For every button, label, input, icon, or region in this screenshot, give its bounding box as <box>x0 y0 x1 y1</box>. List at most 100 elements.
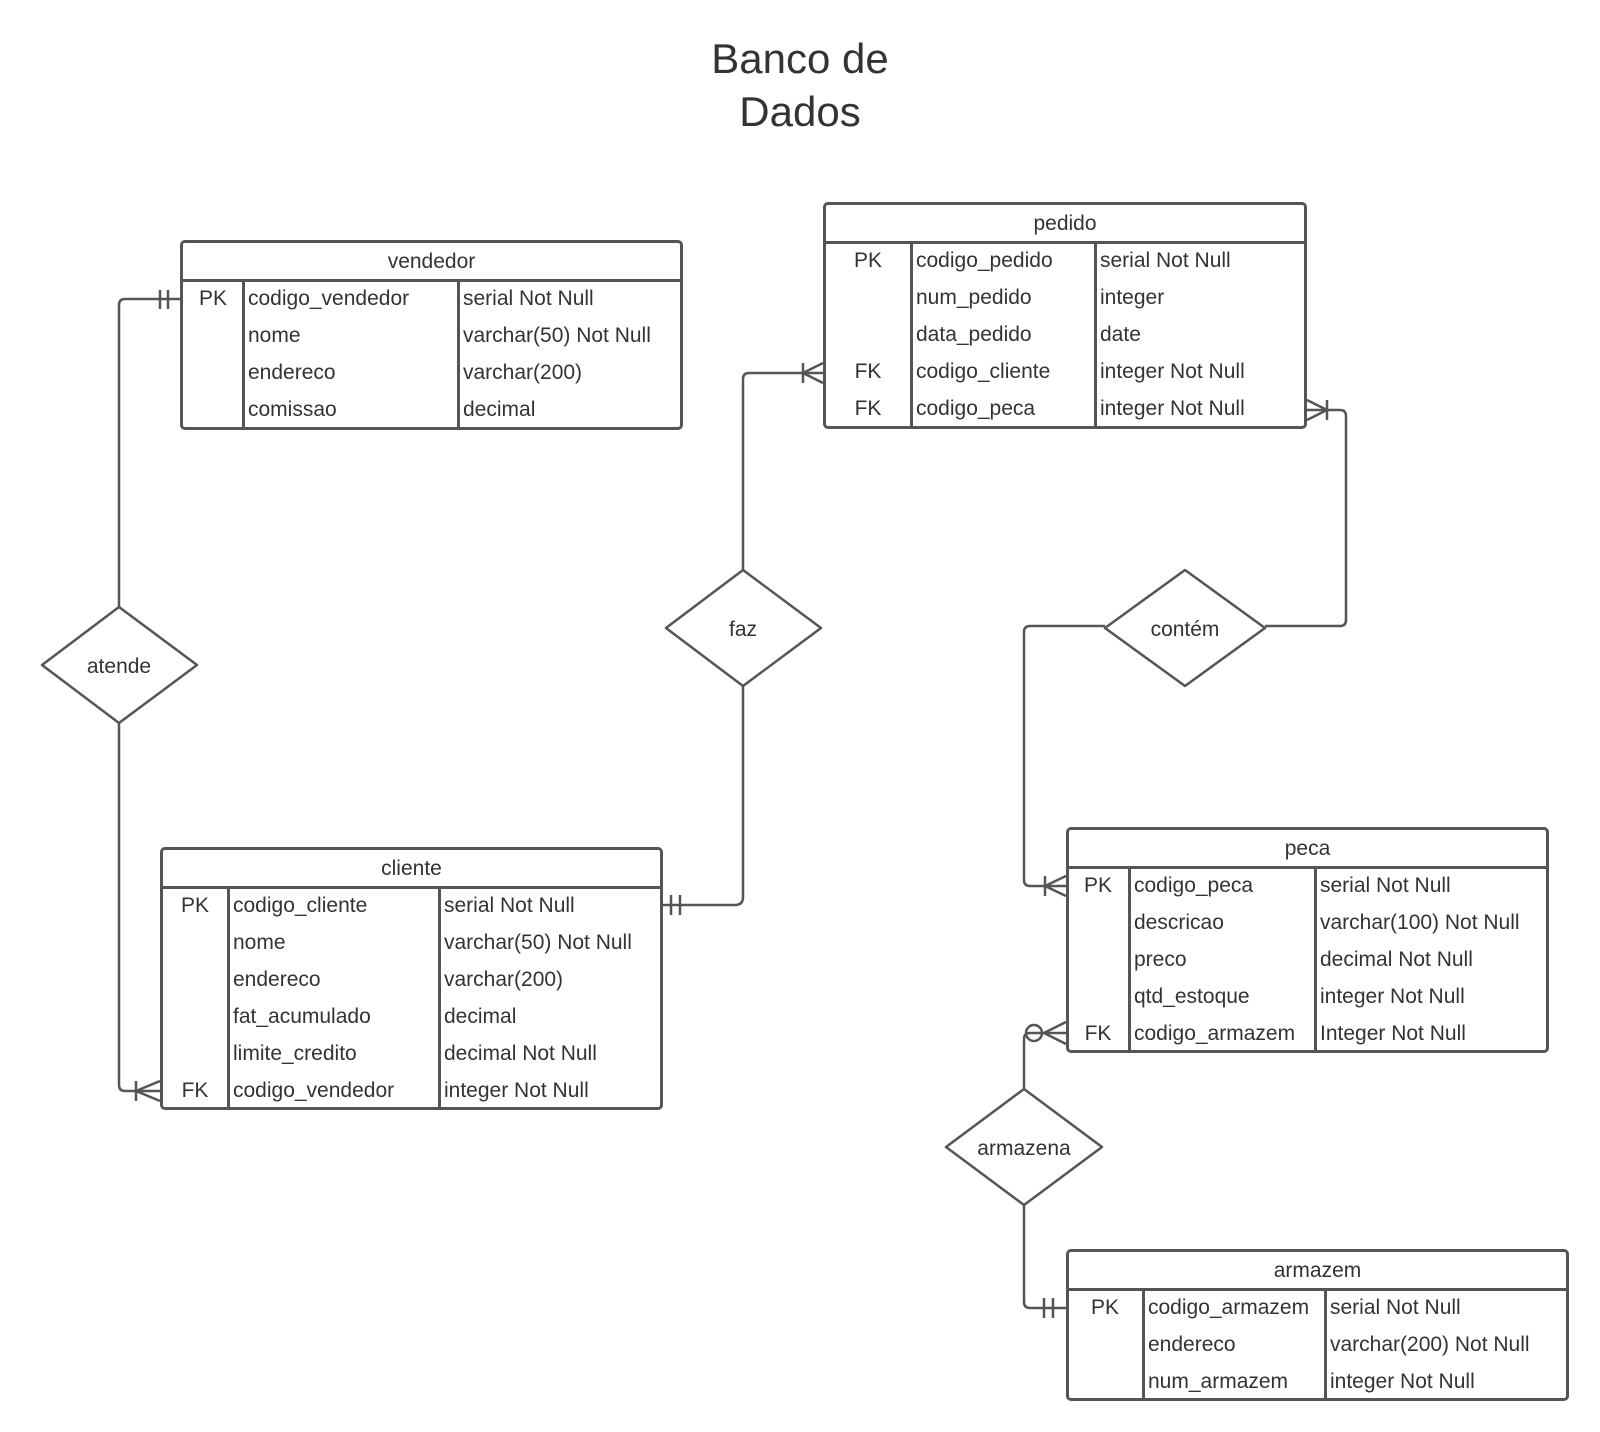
field-name: nome <box>248 324 301 347</box>
key-label: FK <box>854 397 882 420</box>
title-line-1: Banco de <box>711 35 889 82</box>
field-name: endereco <box>1148 1333 1236 1356</box>
armazena-label: armazena <box>977 1137 1071 1160</box>
field-type: varchar(200) Not Null <box>1330 1333 1530 1356</box>
atende-label: atende <box>87 655 151 678</box>
key-label: FK <box>854 360 882 383</box>
entity-pedido-divider-type <box>1094 244 1097 429</box>
field-type: decimal <box>463 398 536 421</box>
title-line-2: Dados <box>739 88 861 135</box>
entity-cliente-divider-key <box>227 889 230 1110</box>
marker-vendedor-one-and-only-one <box>158 290 170 309</box>
field-type: integer <box>1100 286 1165 309</box>
entity-vendedor-title: vendedor <box>183 243 680 282</box>
field-type: varchar(50) Not Null <box>444 931 632 954</box>
entity-armazem-title: armazem <box>1069 1252 1566 1291</box>
field-type: serial Not Null <box>1320 874 1451 897</box>
field-name: codigo_cliente <box>916 360 1051 383</box>
armazena-connector-bottom <box>1022 1205 1066 1310</box>
field-name: num_armazem <box>1148 1370 1289 1393</box>
entity-peca-divider-type <box>1314 869 1317 1053</box>
entity-vendedor-row: PK codigo_vendedor serial Not Null <box>183 282 680 319</box>
field-type: varchar(100) Not Null <box>1320 911 1520 934</box>
key-label: PK <box>853 249 882 272</box>
key-label: PK <box>180 894 209 917</box>
marker-pedido-one-or-many-left <box>801 361 824 385</box>
marker-pedido-one-or-many-right <box>1306 398 1329 422</box>
field-name: codigo_armazem <box>1148 1296 1310 1319</box>
entity-armazem-divider-key <box>1142 1291 1145 1401</box>
entity-peca-row: descricao varchar(100) Not Null <box>1069 906 1546 943</box>
entity-cliente-title: cliente <box>163 850 660 889</box>
atende-connector-top <box>117 297 180 607</box>
contem-connector-right <box>1265 408 1348 628</box>
faz-connector-bottom <box>663 686 745 907</box>
entity-pedido-divider-key <box>910 244 913 429</box>
field-type: integer Not Null <box>1330 1370 1475 1393</box>
field-name: limite_credito <box>233 1042 357 1065</box>
key-label: PK <box>1083 874 1112 897</box>
field-type: varchar(200) <box>463 361 583 384</box>
faz-diamond <box>664 568 823 688</box>
entity-cliente-divider-type <box>438 889 441 1110</box>
field-type: decimal Not Null <box>444 1042 597 1065</box>
field-name: descricao <box>1134 911 1224 934</box>
field-name: codigo_vendedor <box>248 287 410 310</box>
field-type: serial Not Null <box>463 287 594 310</box>
field-type: serial Not Null <box>1100 249 1231 272</box>
field-name: codigo_vendedor <box>233 1079 395 1102</box>
entity-cliente-row: FK codigo_vendedor integer Not Null <box>163 1074 660 1111</box>
entity-cliente-row: limite_credito decimal Not Null <box>163 1037 660 1074</box>
field-type: integer Not Null <box>1100 397 1245 420</box>
atende-connector-bottom <box>117 723 160 1093</box>
contem-connector-left <box>1022 624 1105 888</box>
field-type: varchar(50) Not Null <box>463 324 651 347</box>
entity-peca-divider-key <box>1128 869 1131 1053</box>
field-name: codigo_pedido <box>916 249 1053 272</box>
field-type: serial Not Null <box>1330 1296 1461 1319</box>
entity-armazem-divider-type <box>1324 1291 1327 1401</box>
entity-pedido-title: pedido <box>826 205 1304 244</box>
field-type: varchar(200) <box>444 968 564 991</box>
contem-diamond <box>1103 568 1267 688</box>
entity-vendedor-row: nome varchar(50) Not Null <box>183 319 680 356</box>
key-label: FK <box>1084 1022 1112 1045</box>
field-type: integer Not Null <box>1100 360 1245 383</box>
field-type: integer Not Null <box>1320 985 1465 1008</box>
entity-peca-title: peca <box>1069 830 1546 869</box>
field-name: endereco <box>248 361 336 384</box>
field-name: num_pedido <box>916 286 1032 309</box>
field-name: data_pedido <box>916 323 1032 346</box>
entity-armazem-row: num_armazem integer Not Null <box>1069 1365 1566 1402</box>
marker-peca-zero-or-many <box>1024 1020 1067 1046</box>
entity-vendedor: vendedor PK codigo_vendedor serial Not Nul… <box>180 240 683 430</box>
field-type: integer Not Null <box>444 1079 589 1102</box>
entity-vendedor-row: endereco varchar(200) <box>183 356 680 393</box>
key-label: FK <box>181 1079 209 1102</box>
entity-pedido-row: FK codigo_cliente integer Not Null <box>826 355 1304 392</box>
field-name: preco <box>1134 948 1187 971</box>
entity-pedido-rows: PK codigo_pedido serial Not Null num_pedido… <box>826 244 1304 429</box>
marker-cliente-one-or-many <box>134 1079 161 1103</box>
entity-armazem-row: endereco varchar(200) Not Null <box>1069 1328 1566 1365</box>
field-type: decimal <box>444 1005 517 1028</box>
marker-peca-one-or-many <box>1043 874 1067 898</box>
field-name: codigo_armazem <box>1134 1022 1296 1045</box>
entity-vendedor-rows: PK codigo_vendedor serial Not Null nome varc… <box>183 282 680 430</box>
key-label: PK <box>198 287 227 310</box>
